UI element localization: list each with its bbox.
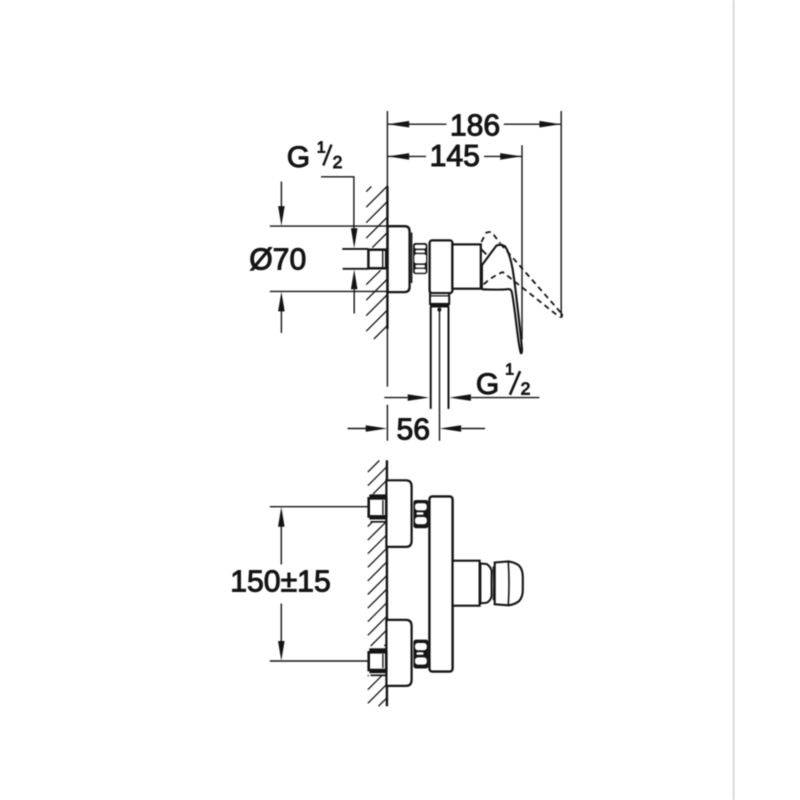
svg-text:56: 56 bbox=[397, 413, 431, 446]
svg-text:145: 145 bbox=[430, 140, 480, 173]
svg-text:1: 1 bbox=[317, 139, 326, 156]
svg-text:Ø70: Ø70 bbox=[249, 243, 306, 276]
svg-text:G: G bbox=[476, 368, 499, 401]
svg-text:150±15: 150±15 bbox=[230, 566, 331, 599]
svg-text:186: 186 bbox=[450, 110, 500, 143]
svg-text:2: 2 bbox=[333, 152, 343, 172]
svg-text:2: 2 bbox=[521, 379, 531, 399]
svg-text:1: 1 bbox=[505, 362, 514, 379]
svg-text:G: G bbox=[287, 141, 310, 174]
